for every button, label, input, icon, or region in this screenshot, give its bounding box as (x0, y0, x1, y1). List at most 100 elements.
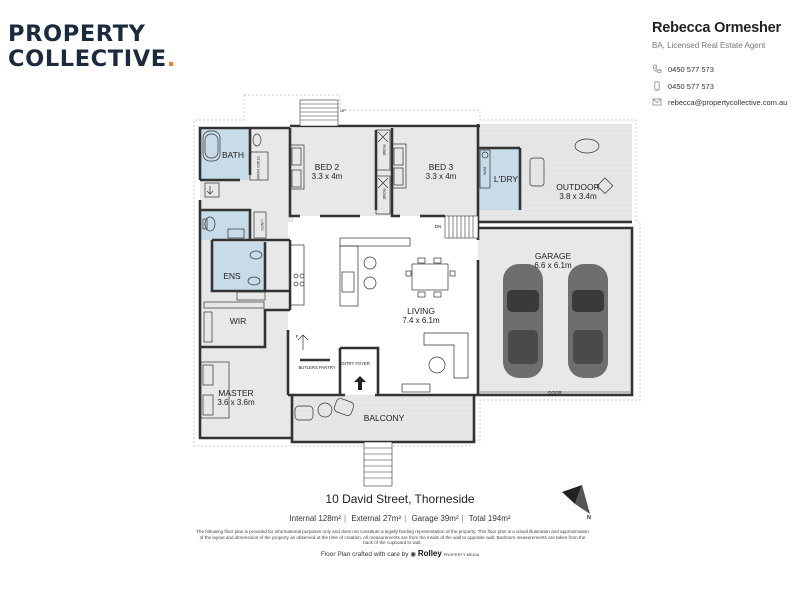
robe2-cupboard (375, 175, 391, 215)
label-living-name: LIVING (407, 306, 435, 316)
vanity (227, 228, 245, 239)
label-outdoor-size: 3.8 x 3.4m (559, 192, 597, 201)
area-garage-label: Garage (411, 514, 439, 523)
linen-cupboard (253, 211, 267, 239)
stairs-dn (444, 215, 479, 239)
study-nook-desk (249, 151, 269, 181)
bar-stool (363, 256, 377, 270)
bathtub (202, 130, 221, 162)
ens-floor (212, 242, 265, 291)
living-sofa (423, 332, 469, 379)
email-icon (652, 98, 662, 106)
brand-line-2: COLLECTIVE (8, 46, 167, 72)
label-master-name: MASTER (218, 388, 253, 398)
toilet (204, 216, 216, 232)
ens-basin (249, 250, 263, 260)
label-balcony: BALCONY (364, 413, 405, 423)
stairs-bottom (363, 441, 393, 487)
area-total-value: 194m² (487, 514, 511, 523)
label-bath: BATH (222, 150, 244, 160)
agent-phone-row[interactable]: 0450 577 573 (652, 64, 714, 74)
label-outdoor-name: OUTDOOR (556, 182, 599, 192)
bed2 (289, 144, 305, 190)
compass-label: N (587, 515, 591, 521)
balcony-chair-left (294, 405, 314, 421)
balcony-floor (292, 395, 474, 442)
label-bed3-name: BED 3 (429, 162, 454, 172)
balcony-chair-right (333, 398, 355, 416)
bath-basin (252, 133, 262, 147)
area-summary: Internal 128m²| External 27m²| Garage 39… (289, 514, 511, 523)
label-ens: ENS (223, 271, 241, 281)
label-bed3-size: 3.3 x 4m (426, 172, 457, 181)
mobile-icon (654, 81, 660, 91)
outdoor-chair (596, 177, 614, 194)
area-internal-label: Internal (289, 514, 317, 523)
brand-line-1: PROPERTY (8, 21, 146, 47)
label-laundry: L'DRY (494, 174, 518, 184)
area-total-label: Total (468, 514, 486, 523)
agent-email: rebecca@propertycollective.com.au (668, 97, 788, 107)
agent-card: Rebecca Ormesher BA, Licensed Real Estat… (652, 20, 798, 50)
label-wir: WIR (230, 316, 247, 326)
label-wm: W/M (482, 167, 487, 175)
label-garage-name: GARAGE (535, 251, 572, 261)
outdoor-table (574, 138, 600, 154)
dining-table (411, 263, 449, 291)
outdoor-couch (529, 157, 545, 187)
label-robe1: ROBE (382, 144, 387, 156)
entry-arrow-icon (354, 376, 366, 390)
disclaimer: The following floor plan is provided for… (196, 529, 589, 546)
label-master-size: 3.6 x 3.6m (217, 398, 255, 407)
robe1-cupboard (375, 129, 391, 171)
fixtures (200, 129, 614, 421)
label-robe2: ROBE (382, 188, 387, 200)
property-address: 10 David Street, Thorneside (325, 492, 475, 506)
label-butlers-pantry: BUTLERS PANTRY (298, 365, 335, 370)
bed3 (391, 143, 407, 189)
credit-sub: PROPERTY MEDIA (443, 552, 480, 557)
garage-cars (503, 264, 608, 378)
credit-brand: Rolley (417, 549, 442, 558)
area-external-value: 27m² (382, 514, 402, 523)
toilet-floor (200, 210, 250, 240)
master-bed (200, 361, 230, 419)
compass-icon (562, 485, 590, 514)
label-door: DOOR (548, 390, 562, 395)
property-boundary (193, 94, 641, 447)
agent-name: Rebecca Ormesher (652, 20, 781, 36)
kitchen-island (339, 245, 359, 307)
label-bed2-size: 3.3 x 4m (312, 172, 343, 181)
area-internal-value: 128m² (318, 514, 341, 523)
credit-line: Floor Plan crafted with care by ◉ Rolley… (0, 549, 800, 558)
label-linen: LINEN (260, 219, 264, 230)
car-right-icon (568, 264, 608, 378)
ens-toilet (247, 276, 261, 286)
agent-mobile-row[interactable]: 0450 577 573 (652, 81, 714, 91)
label-garage-size: 6.6 x 6.1m (534, 261, 572, 270)
shower (204, 182, 220, 198)
label-up: UP (340, 108, 346, 113)
phone-icon (653, 64, 662, 73)
car-left-icon (503, 264, 543, 378)
wet-areas (200, 128, 520, 291)
credit-text: Floor Plan crafted with care by (320, 551, 409, 558)
agent-title: BA, Licensed Real Estate Agent (652, 41, 766, 50)
brand-dot: . (166, 46, 176, 72)
area-external-label: External (351, 514, 381, 523)
agent-mobile: 0450 577 573 (668, 81, 714, 91)
label-entry-foyer: ENTRY FOYER (340, 361, 370, 366)
agent-phone: 0450 577 573 (668, 64, 714, 74)
washing-machine (479, 149, 491, 189)
stairs-top (299, 99, 339, 127)
label-bed2-name: BED 2 (315, 162, 340, 172)
bath-floor (200, 128, 250, 180)
area-garage-value: 39m² (440, 514, 459, 523)
coffee-table (428, 356, 446, 374)
label-study-nook: STUDY NOOK (256, 156, 260, 180)
camera-icon: ◉ (410, 551, 416, 558)
label-fridge: F (296, 334, 299, 339)
label-living-size: 7.4 x 6.1m (402, 316, 440, 325)
agent-email-row[interactable]: rebecca@propertycollective.com.au (652, 97, 787, 107)
